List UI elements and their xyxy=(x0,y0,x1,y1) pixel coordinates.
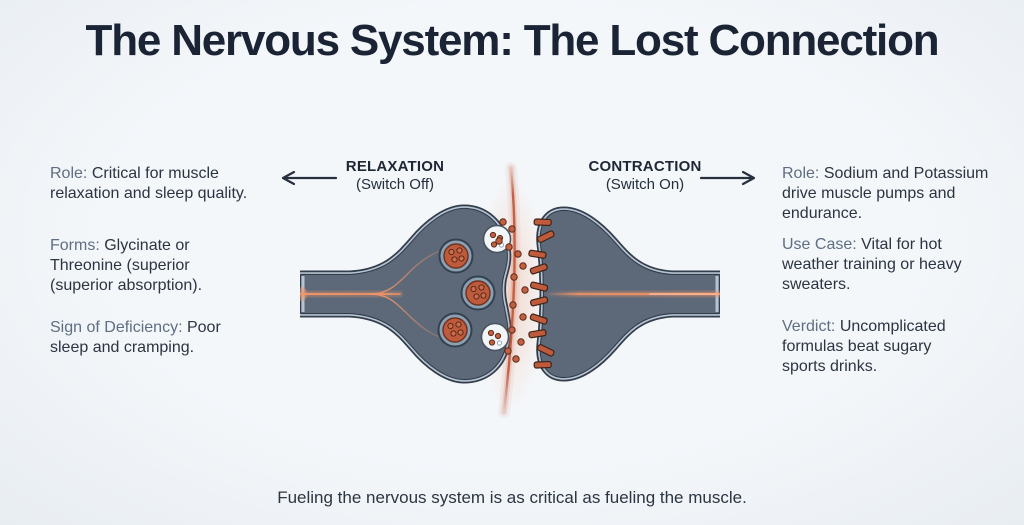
relaxation-label: RELAXATION (Switch Off) xyxy=(300,158,490,193)
info-label: Role: xyxy=(50,165,88,182)
info-block-left-forms: Forms: Glycinate or Threonine (superior … xyxy=(50,236,260,296)
info-block-left-deficiency: Sign of Deficiency: Poor sleep and cramp… xyxy=(50,318,260,358)
info-block-right-verdict: Verdict: Uncomplicated formulas beat sug… xyxy=(782,317,992,377)
info-label: Verdict: xyxy=(782,318,836,335)
info-text: Vital for hot weather training or heavy … xyxy=(782,236,962,293)
page-title: The Nervous System: The Lost Connection xyxy=(85,16,940,65)
info-text: Critical for muscle relaxation and sleep… xyxy=(50,165,248,202)
info-block-right-role: Role: Sodium and Potassium drive muscle … xyxy=(782,164,992,224)
info-text: Uncomplicated formulas beat sugary sport… xyxy=(782,318,946,375)
vesicle xyxy=(437,312,473,348)
info-text: Sodium and Potassium drive muscle pumps … xyxy=(782,165,989,222)
arrow-left-icon xyxy=(281,170,338,186)
info-label: Role: xyxy=(782,165,820,182)
info-label: Forms: xyxy=(50,237,100,254)
info-text: Glycinate or Threonine (superior (superi… xyxy=(50,237,203,294)
synapse-diagram xyxy=(300,162,720,418)
vesicle xyxy=(460,275,496,311)
contraction-label: CONTRACTION (Switch On) xyxy=(550,158,740,193)
arrow-right-icon xyxy=(699,170,756,186)
relaxation-subtitle: (Switch Off) xyxy=(355,176,435,193)
neurotransmitter-dots xyxy=(495,218,529,363)
info-label: Sign of Deficiency: xyxy=(50,319,183,336)
contraction-subtitle: (Switch On) xyxy=(605,176,685,193)
info-block-right-usecase: Use Case: Vital for hot weather training… xyxy=(782,235,992,295)
info-block-left-role: Role: Critical for muscle relaxation and… xyxy=(50,164,260,204)
release-site xyxy=(480,322,510,352)
caption: Fueling the nervous system is as critica… xyxy=(277,488,747,507)
vesicle xyxy=(438,238,474,274)
info-text: Poor sleep and cramping. xyxy=(50,319,221,356)
contraction-title: CONTRACTION xyxy=(588,158,702,175)
relaxation-title: RELAXATION xyxy=(345,158,445,175)
info-label: Use Case: xyxy=(782,236,857,253)
